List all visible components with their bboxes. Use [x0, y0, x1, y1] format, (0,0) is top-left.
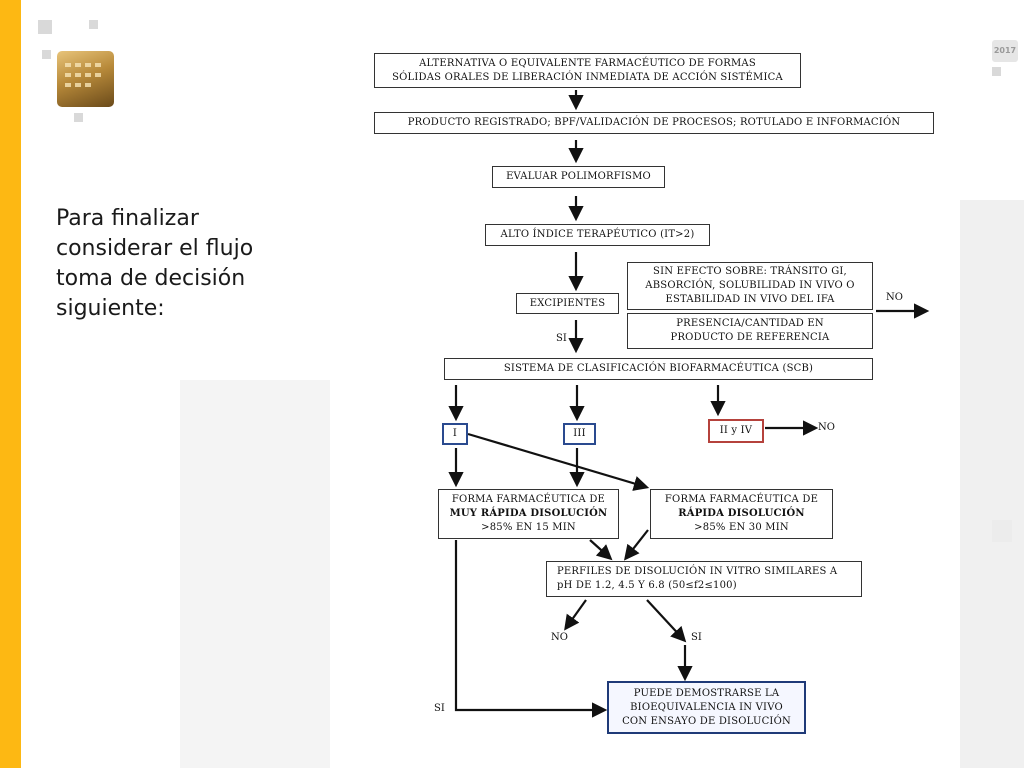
flow-box-alternativa: ALTERNATIVA O EQUIVALENTE FARMACÉUTICO D…	[374, 53, 801, 88]
deco-square	[38, 20, 52, 34]
class-box-iii: III	[563, 423, 596, 445]
background-panel-left	[180, 380, 330, 768]
label-no: NO	[551, 632, 568, 643]
class-box-i: I	[442, 423, 468, 445]
deco-square	[89, 20, 98, 29]
label-si: SI	[434, 703, 445, 714]
background-panel-right	[960, 200, 1024, 768]
flow-box-producto-registrado: PRODUCTO REGISTRADO; BPF/VALIDACIÓN DE P…	[374, 112, 934, 134]
flow-box-excipientes: EXCIPIENTES	[516, 293, 619, 314]
flow-box-perfiles-disolucion: PERFILES DE DISOLUCIÓN IN VITRO SIMILARE…	[546, 561, 862, 597]
flow-box-evaluar-polimorfismo: EVALUAR POLIMORFISMO	[492, 166, 665, 188]
year-badge: 2017	[992, 40, 1018, 62]
intro-text: Para finalizar considerar el flujo toma …	[56, 206, 254, 321]
flow-box-indice-terapeutico: ALTO ÍNDICE TERAPÉUTICO (IT>2)	[485, 224, 710, 246]
label-no: NO	[886, 292, 903, 303]
deco-square	[992, 67, 1001, 76]
accent-bar	[0, 0, 21, 768]
label-si: SI	[691, 632, 702, 643]
class-box-ii-iv: II y IV	[708, 419, 764, 443]
building-photo-thumbnail	[57, 51, 114, 107]
flow-box-scb: SISTEMA DE CLASIFICACIÓN BIOFARMACÉUTICA…	[444, 358, 873, 380]
deco-square	[42, 50, 51, 59]
label-si: SI	[556, 333, 567, 344]
label-no: NO	[818, 422, 835, 433]
flow-box-sin-efecto: SIN EFECTO SOBRE: TRÁNSITO GI,ABSORCIÓN,…	[627, 262, 873, 310]
deco-square	[74, 113, 83, 122]
deco-square	[992, 520, 1012, 542]
